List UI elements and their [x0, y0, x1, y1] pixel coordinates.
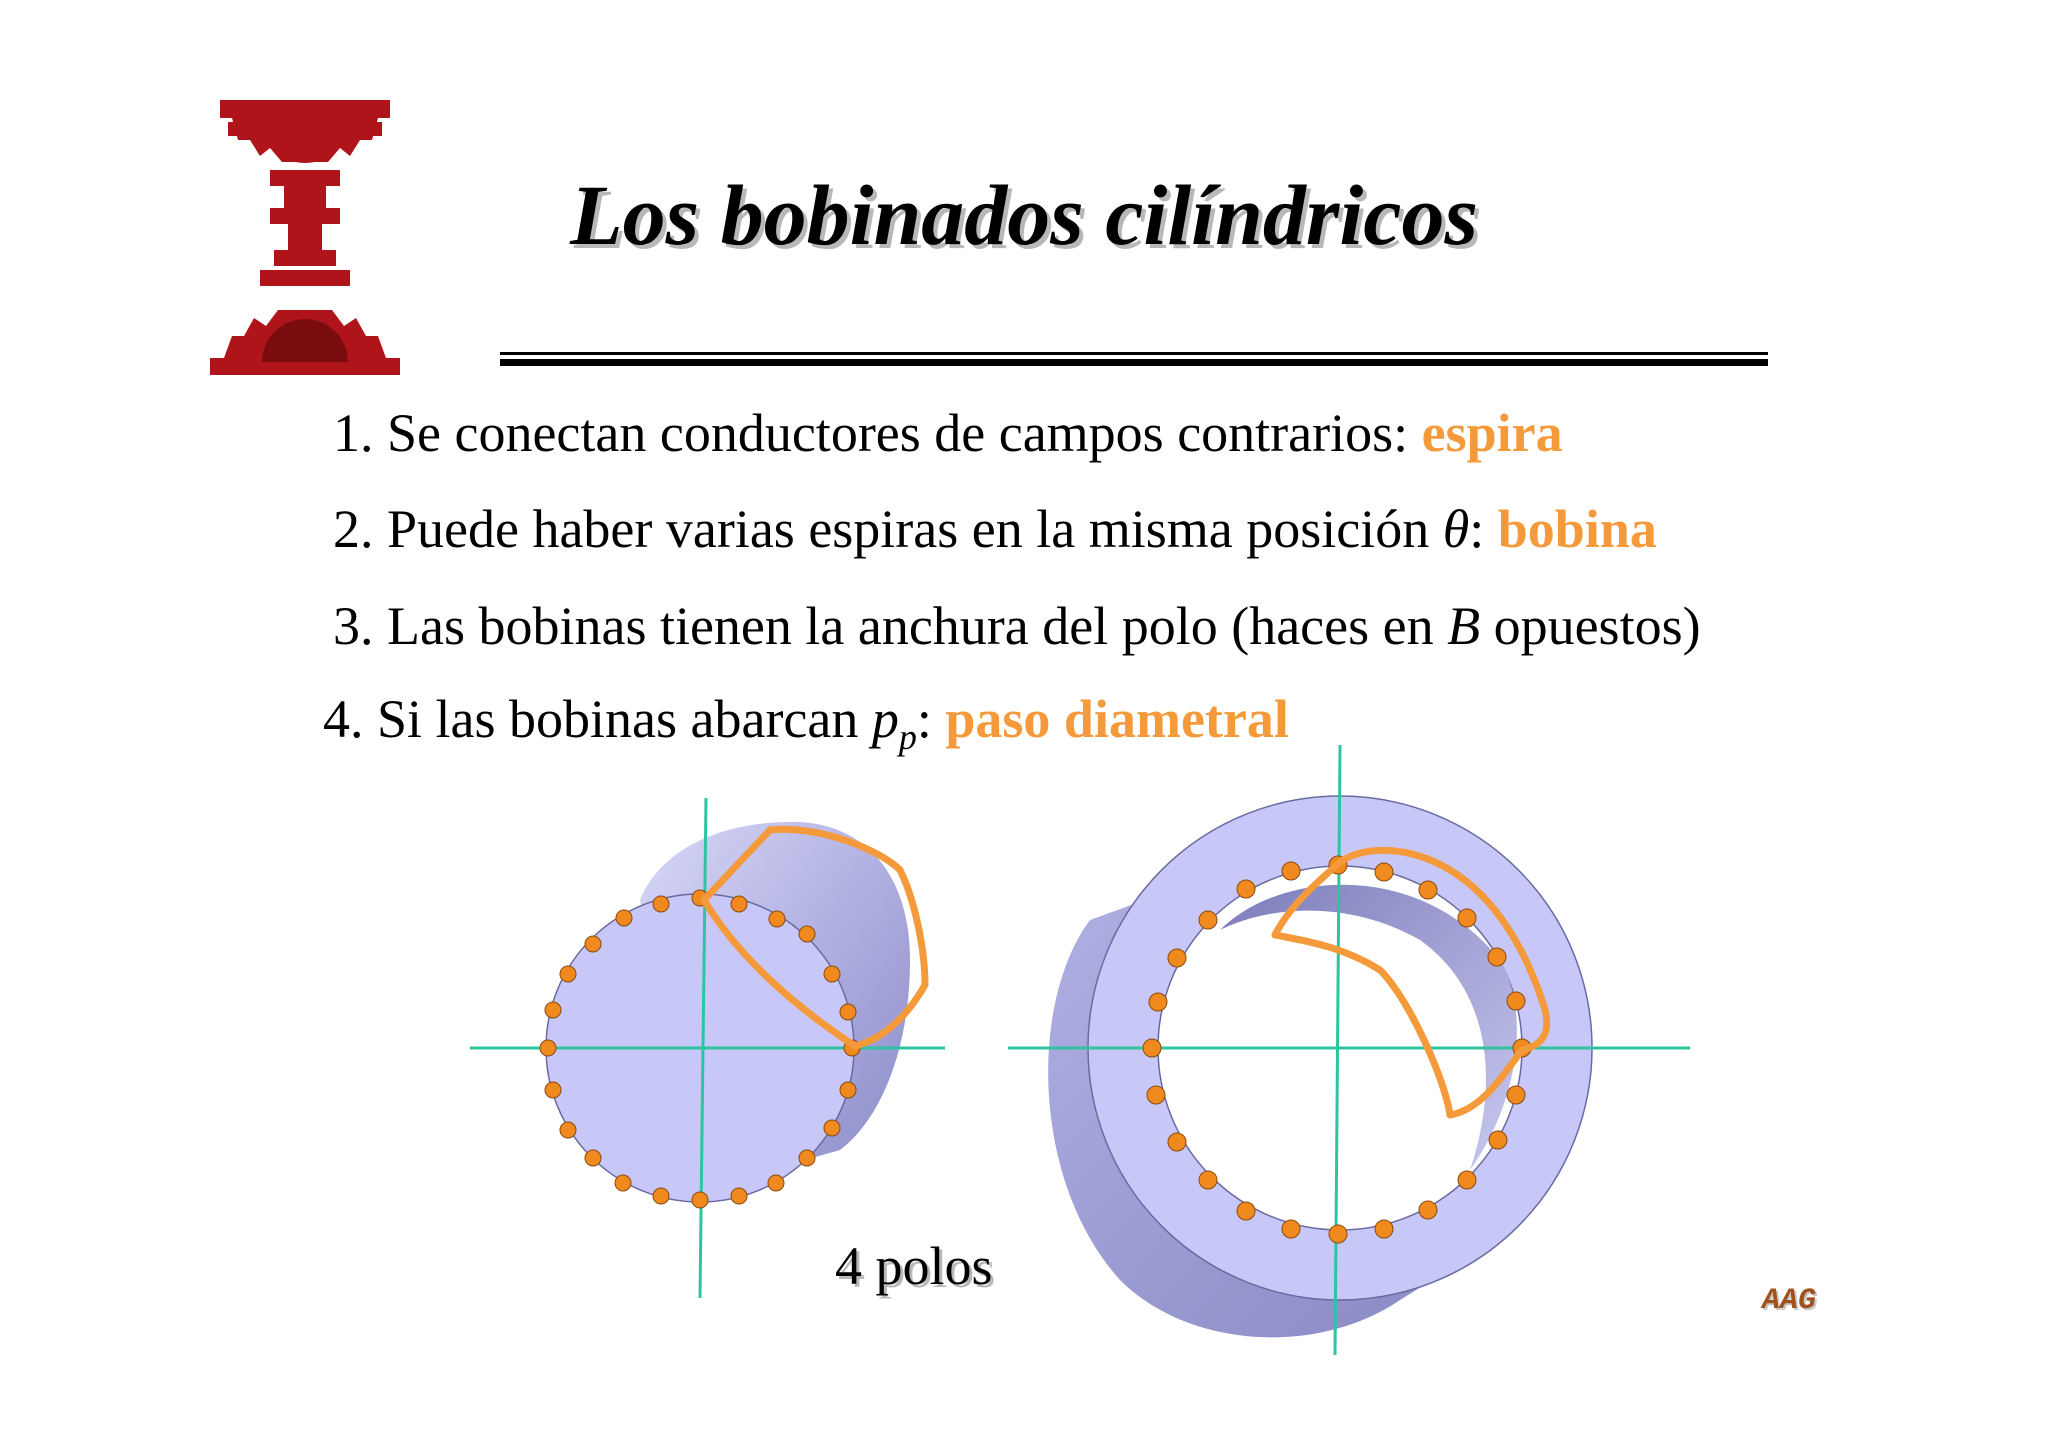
theta-symbol: θ [1442, 499, 1470, 559]
figure-caption: 4 polos [835, 1236, 993, 1296]
title-divider-thin [500, 352, 1768, 355]
list-item-1: 1. Se conectan conductores de campos con… [333, 402, 1563, 464]
coils [700, 825, 1551, 1119]
list-item-3: 3. Las bobinas tienen la anchura del pol… [333, 595, 1701, 657]
b-symbol: B [1447, 596, 1481, 656]
item-text: Se conectan conductores de campos contra… [387, 403, 1409, 463]
list-item-4: 4. Si las bobinas abarcan pp: paso diame… [323, 688, 1289, 758]
stator-conductors [1142, 855, 1532, 1244]
item-text-before: Las bobinas tienen la anchura del polo (… [387, 596, 1434, 656]
item-highlight: paso diametral [945, 689, 1289, 749]
gear-emblem-icon [210, 100, 400, 375]
item-highlight: espira [1421, 403, 1563, 463]
author-signature: AAG [1762, 1284, 1817, 1318]
item-number: 4. [323, 689, 364, 749]
item-separator: : [916, 689, 932, 749]
item-separator: : [1469, 499, 1485, 559]
title-divider-thick [500, 359, 1768, 366]
item-number: 3. [333, 596, 374, 656]
slide-title: Los bobinados cilíndricos [570, 167, 1478, 263]
item-text-after: opuestos) [1493, 596, 1701, 656]
pp-symbol: pp [871, 689, 917, 757]
item-number: 2. [333, 499, 374, 559]
item-highlight: bobina [1497, 499, 1657, 559]
item-number: 1. [333, 403, 374, 463]
item-text: Puede haber varias espiras en la misma p… [387, 499, 1430, 559]
item-text: Si las bobinas abarcan [377, 689, 859, 749]
list-item-2: 2. Puede haber varias espiras en la mism… [333, 498, 1657, 560]
